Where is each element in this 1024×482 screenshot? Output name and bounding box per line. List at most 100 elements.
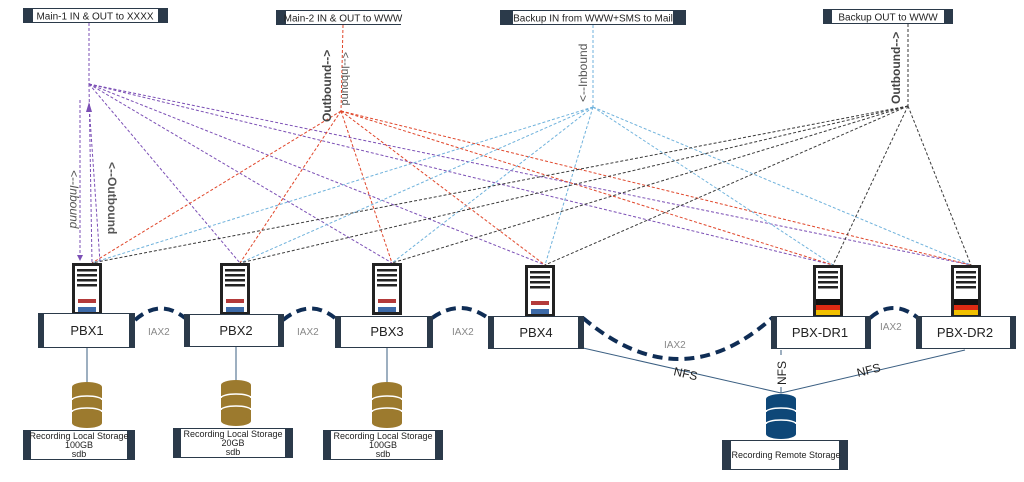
server-icon [813, 265, 843, 317]
direction-label-backup-out-outbound: Outbound--> [889, 32, 903, 104]
trunk-line [391, 106, 594, 264]
flag-germany-icon [816, 299, 840, 315]
direction-label-main1-outbound: <--Outbound [105, 162, 119, 234]
remote-storage: Recording Remote Storage [722, 394, 848, 470]
trunk-box-backup-out: Backup OUT to WWW [823, 9, 953, 24]
trunk-box-main1: Main-1 IN & OUT to XXXX [23, 8, 168, 23]
direction-label-main2-outbound: Outbound--> [320, 50, 334, 122]
direction-label-main2-inbound: <--Inbound [339, 52, 351, 106]
iax2-label: IAX2 [664, 340, 686, 351]
trunk-box-backup-in: Backup IN from WWW+SMS to Mail [500, 10, 686, 25]
nfs-label: NFS [855, 361, 882, 380]
iax2-label: IAX2 [297, 327, 319, 338]
server-pbx1[interactable]: PBX1 [38, 263, 135, 348]
server-icon [525, 265, 555, 317]
trunk-label-main2: Main-2 IN & OUT to WWW [284, 14, 403, 25]
trunk-label-main1: Main-1 IN & OUT to XXXX [36, 12, 153, 23]
local-storage-group: Recording Local Storage100GBsdbRecording… [23, 380, 443, 460]
trunk-line [239, 105, 909, 264]
server-pbxdr1[interactable]: PBX-DR1 [771, 265, 871, 349]
direction-label-backup-in-inbound: <--Inbound [576, 44, 590, 102]
iax2-links [133, 306, 920, 361]
nfs-label: NFS [775, 361, 789, 385]
flag-netherlands-icon [226, 299, 244, 312]
storage-device: sdb [226, 447, 241, 457]
database-icon [71, 382, 103, 428]
remote-storage-label: Recording Remote Storage [731, 450, 840, 460]
trunk-line [91, 106, 594, 264]
server-label: PBX-DR2 [937, 325, 993, 340]
database-icon [765, 394, 797, 439]
storage-title: Recording Local Storage [333, 431, 432, 441]
trunk-lines [77, 23, 972, 266]
iax2-link-pbx4-pbxdr1 [581, 316, 774, 361]
iax2-link-pbx3-pbx4 [430, 306, 490, 320]
database-icon [371, 382, 403, 428]
server-pbxdr2[interactable]: PBX-DR2 [916, 265, 1016, 349]
storage-title: Recording Local Storage [183, 429, 282, 439]
nfs-label: NFS [672, 364, 699, 383]
nfs-link-pbx4 [582, 347, 782, 394]
trunk-line [592, 106, 834, 266]
server-icon [72, 263, 102, 315]
iax2-labels: IAX2 IAX2 IAX2 IAX2 IAX2 [148, 322, 902, 351]
flag-netherlands-icon [78, 299, 96, 312]
trunk-line [88, 83, 972, 266]
direction-label-main1-inbound: <--Inbound [67, 170, 81, 229]
trunk-line [88, 83, 241, 264]
storage-title: Recording Local Storage [29, 431, 128, 441]
storage-size: 100GB [65, 440, 93, 450]
arrow-up-icon [86, 102, 92, 112]
trunk-line [91, 110, 342, 264]
trunk-line [88, 83, 393, 264]
trunk-label-backup-in: Backup IN from WWW+SMS to Mail [513, 14, 673, 25]
database-icon [220, 380, 252, 426]
trunk-line [88, 83, 834, 266]
server-icon [372, 263, 402, 315]
iax2-link-pbx2-pbx3 [281, 306, 337, 322]
server-pbx2[interactable]: PBX2 [184, 263, 284, 347]
trunk-label-backup-out: Backup OUT to WWW [838, 13, 938, 24]
server-label: PBX3 [370, 324, 403, 339]
storage-device: sdb [376, 449, 391, 459]
server-label: PBX4 [519, 325, 552, 340]
server-pbx4[interactable]: PBX4 [488, 265, 584, 349]
trunk-line [907, 105, 972, 266]
iax2-label: IAX2 [452, 327, 474, 338]
server-label: PBX2 [219, 323, 252, 338]
trunk-line [340, 24, 344, 112]
iax2-label: IAX2 [880, 322, 902, 333]
trunk-line [88, 103, 101, 263]
server-icon [220, 263, 250, 315]
trunk-line [239, 110, 342, 264]
nfs-link-pbxdr2 [780, 349, 966, 394]
storage-size: 20GB [221, 438, 244, 448]
trunk-line [592, 106, 972, 266]
flag-netherlands-icon [378, 299, 396, 312]
trunk-line [239, 106, 594, 264]
trunk-line [340, 110, 972, 266]
server-icon [951, 265, 981, 317]
trunk-line [391, 105, 909, 264]
trunk-line [544, 105, 909, 266]
trunk-line [832, 105, 909, 266]
storage-device: sdb [72, 449, 87, 459]
iax2-link-pbxdr1-pbxdr2 [868, 306, 920, 320]
flag-germany-icon [954, 299, 978, 315]
trunk-line [340, 110, 393, 264]
trunk-box-main2: Main-2 IN & OUT to WWW [276, 10, 403, 25]
trunk-line [340, 110, 834, 266]
server-pbx3[interactable]: PBX3 [335, 263, 433, 348]
trunk-line [88, 83, 546, 266]
server-label: PBX-DR1 [792, 325, 848, 340]
trunk-line [91, 105, 909, 264]
iax2-label: IAX2 [148, 327, 170, 338]
server-label: PBX1 [70, 323, 103, 338]
trunk-line [544, 106, 594, 266]
trunk-line [340, 110, 546, 266]
servers: PBX1 PBX2 PBX3 PBX4 PBX-DR1 PBX-DR2 [38, 263, 1016, 349]
